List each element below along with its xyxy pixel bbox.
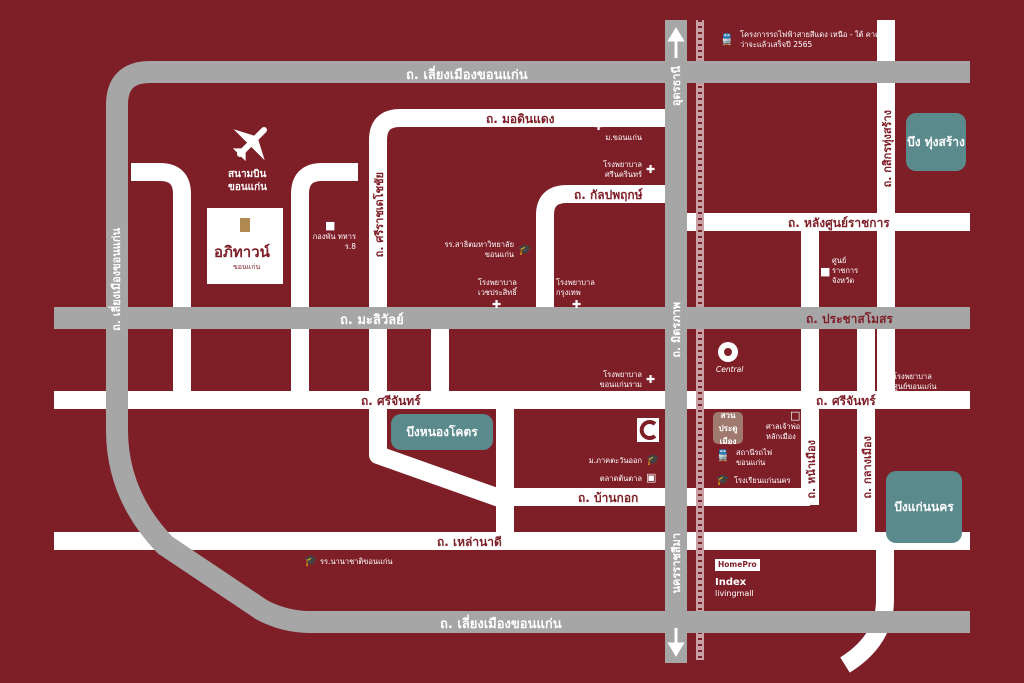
station-icon: 🚆 (716, 449, 730, 462)
shrine-square-icon: □ (790, 409, 801, 422)
road-label-maliwan: ถ. มะลิวัลย์ (340, 313, 404, 328)
lake-nong-khot: บึงหนองโคตร (391, 414, 493, 450)
project-name: อภิทาวน์ (214, 243, 270, 261)
kk-tech-label: รร.สาธิตมหาวิทยาลัย ขอนแก่น (444, 240, 514, 259)
project-logo-icon (240, 218, 250, 232)
hosp-east-plus-icon: ✚ (878, 373, 888, 386)
east-asia-label: ม.ภาคตะวันออก (588, 456, 642, 465)
intl-school-cap-icon: 🎓 (304, 554, 318, 567)
khon-kaen-ram-label: โรงพยาบาล ขอนแก่นราม (599, 370, 642, 389)
grey-roads (54, 20, 970, 663)
kk-school-cap-icon: 🎓 (716, 473, 730, 486)
khon-kaen-hosp-plus-icon: ✚ (492, 298, 502, 311)
road-label-lang-sun: ถ. หลังศูนย์ราชการ (788, 216, 890, 230)
road-label-ban-kok: ถ. บ้านกอก (578, 491, 639, 505)
lake-thung-sang: บึง ทุ่งสร้าง (906, 113, 966, 171)
road-label-udon: อุดรธานี (670, 66, 683, 107)
road-label-kanlapaphruek: ถ. กัลปพฤกษ์ (574, 188, 643, 202)
khon-kaen-hosp-label: โรงพยาบาล เวชประสิทธิ์ (478, 278, 517, 297)
train-project-label: โครงการรถไฟฟ้าสายสีแดง เหนือ - ใต้ คาดว่… (740, 30, 880, 49)
road-label-nakhon-ratchasima: นครราชสีมา (670, 533, 683, 594)
central-label: Central (716, 365, 744, 374)
road-label-kasikorn: ถ. กสิกรทุ่งสร้าง (881, 110, 894, 188)
train-icon: 🚆 (720, 33, 734, 46)
intl-school-label: รร.นานาชาติขอนแก่น (320, 557, 393, 566)
road-label-ring-top: ถ. เลี่ยงเมืองขอนแก่น (406, 68, 528, 83)
kk-tech-cap-icon: 🎓 (518, 243, 532, 256)
index-sub-label: livingmall (715, 589, 754, 598)
road-airport-loop (131, 163, 191, 395)
market-label: ตลาดต้นตาล (599, 474, 642, 483)
srinagarind-label: โรงพยาบาล ศรีนครินทร์ (603, 160, 642, 179)
road-label-na-mueang: ถ. หน้าเมือง (805, 440, 818, 499)
hosp-east-label: โรงพยาบาล ศูนย์ขอนแก่น (893, 372, 937, 391)
project-sub: ขอนแก่น (233, 263, 261, 271)
road-mo-din-daeng (369, 109, 668, 395)
shrine-label: ศาลเจ้าพ่อ หลักเมือง (766, 422, 801, 441)
road-label-sri-chan-east: ถ. ศรีจันทร์ (816, 394, 876, 408)
station-label: สถานีรถไฟ ขอนแก่น (736, 448, 773, 467)
road-label-klang-mueang: ถ. กลางเมือง (861, 436, 874, 499)
road-label-ring-left: ถ. เลี่ยงเมืองขอนแก่น (110, 228, 123, 331)
market-shop-icon: ▣ (646, 471, 657, 484)
road-army-loop (291, 163, 358, 395)
homepro-label: HomePro (715, 559, 760, 571)
road-label-mittraphap: ถ. มิตรภาพ (670, 302, 683, 358)
index-label: Index (715, 577, 747, 588)
road-label-ring-bottom: ถ. เลี่ยงเมืองขอนแก่น (440, 617, 562, 632)
army-square-icon: ■ (325, 219, 336, 232)
road-label-sri-rat: ถ. ศรีราชเดโชชัย (373, 172, 386, 258)
kk-school-label: โรงเรียนแก่นนคร (734, 476, 791, 485)
lake-kaen-nakhon: บึงแก่นนคร (886, 471, 962, 543)
kku-plus-icon: ✚ (594, 120, 604, 133)
gov-center-label: ศูนย์ ราชการ จังหวัด (832, 256, 859, 285)
srinagarind-plus-icon: ✚ (646, 163, 656, 176)
central-logo-icon (718, 342, 738, 362)
gov-center-square-icon: ■ (820, 265, 831, 278)
park-pratu-mueang: สวน ประตู เมือง (713, 411, 743, 446)
direction-arrows (667, 27, 685, 657)
road-label-prachasamosorn: ถ. ประชาสโมสร (806, 312, 893, 326)
ring-road (106, 61, 970, 633)
road-label-lao-na-di: ถ. เหล่านาดี (437, 535, 502, 549)
army-label: กองพัน ทหาร ร.8 (312, 232, 356, 251)
road-east-curve (840, 541, 894, 673)
khon-kaen-ram-plus-icon: ✚ (646, 373, 656, 386)
road-label-sri-chan-west: ถ. ศรีจันทร์ (361, 394, 421, 408)
road-label-mo-din-daeng: ถ. มอดินแดง (486, 112, 555, 126)
east-asia-cap-icon: 🎓 (646, 453, 660, 466)
krungthep-hosp-label: โรงพยาบาล กรุงเทพ (556, 278, 595, 297)
airplane-icon (232, 126, 268, 162)
road-kanlapaphruek (536, 185, 668, 310)
krungthep-hosp-plus-icon: ✚ (572, 298, 582, 311)
airport-label: สนามบิน ขอนแก่น (228, 169, 268, 193)
kku-label: ม.ขอนแก่น (605, 133, 642, 142)
road-nong-khot-edge (369, 400, 509, 509)
